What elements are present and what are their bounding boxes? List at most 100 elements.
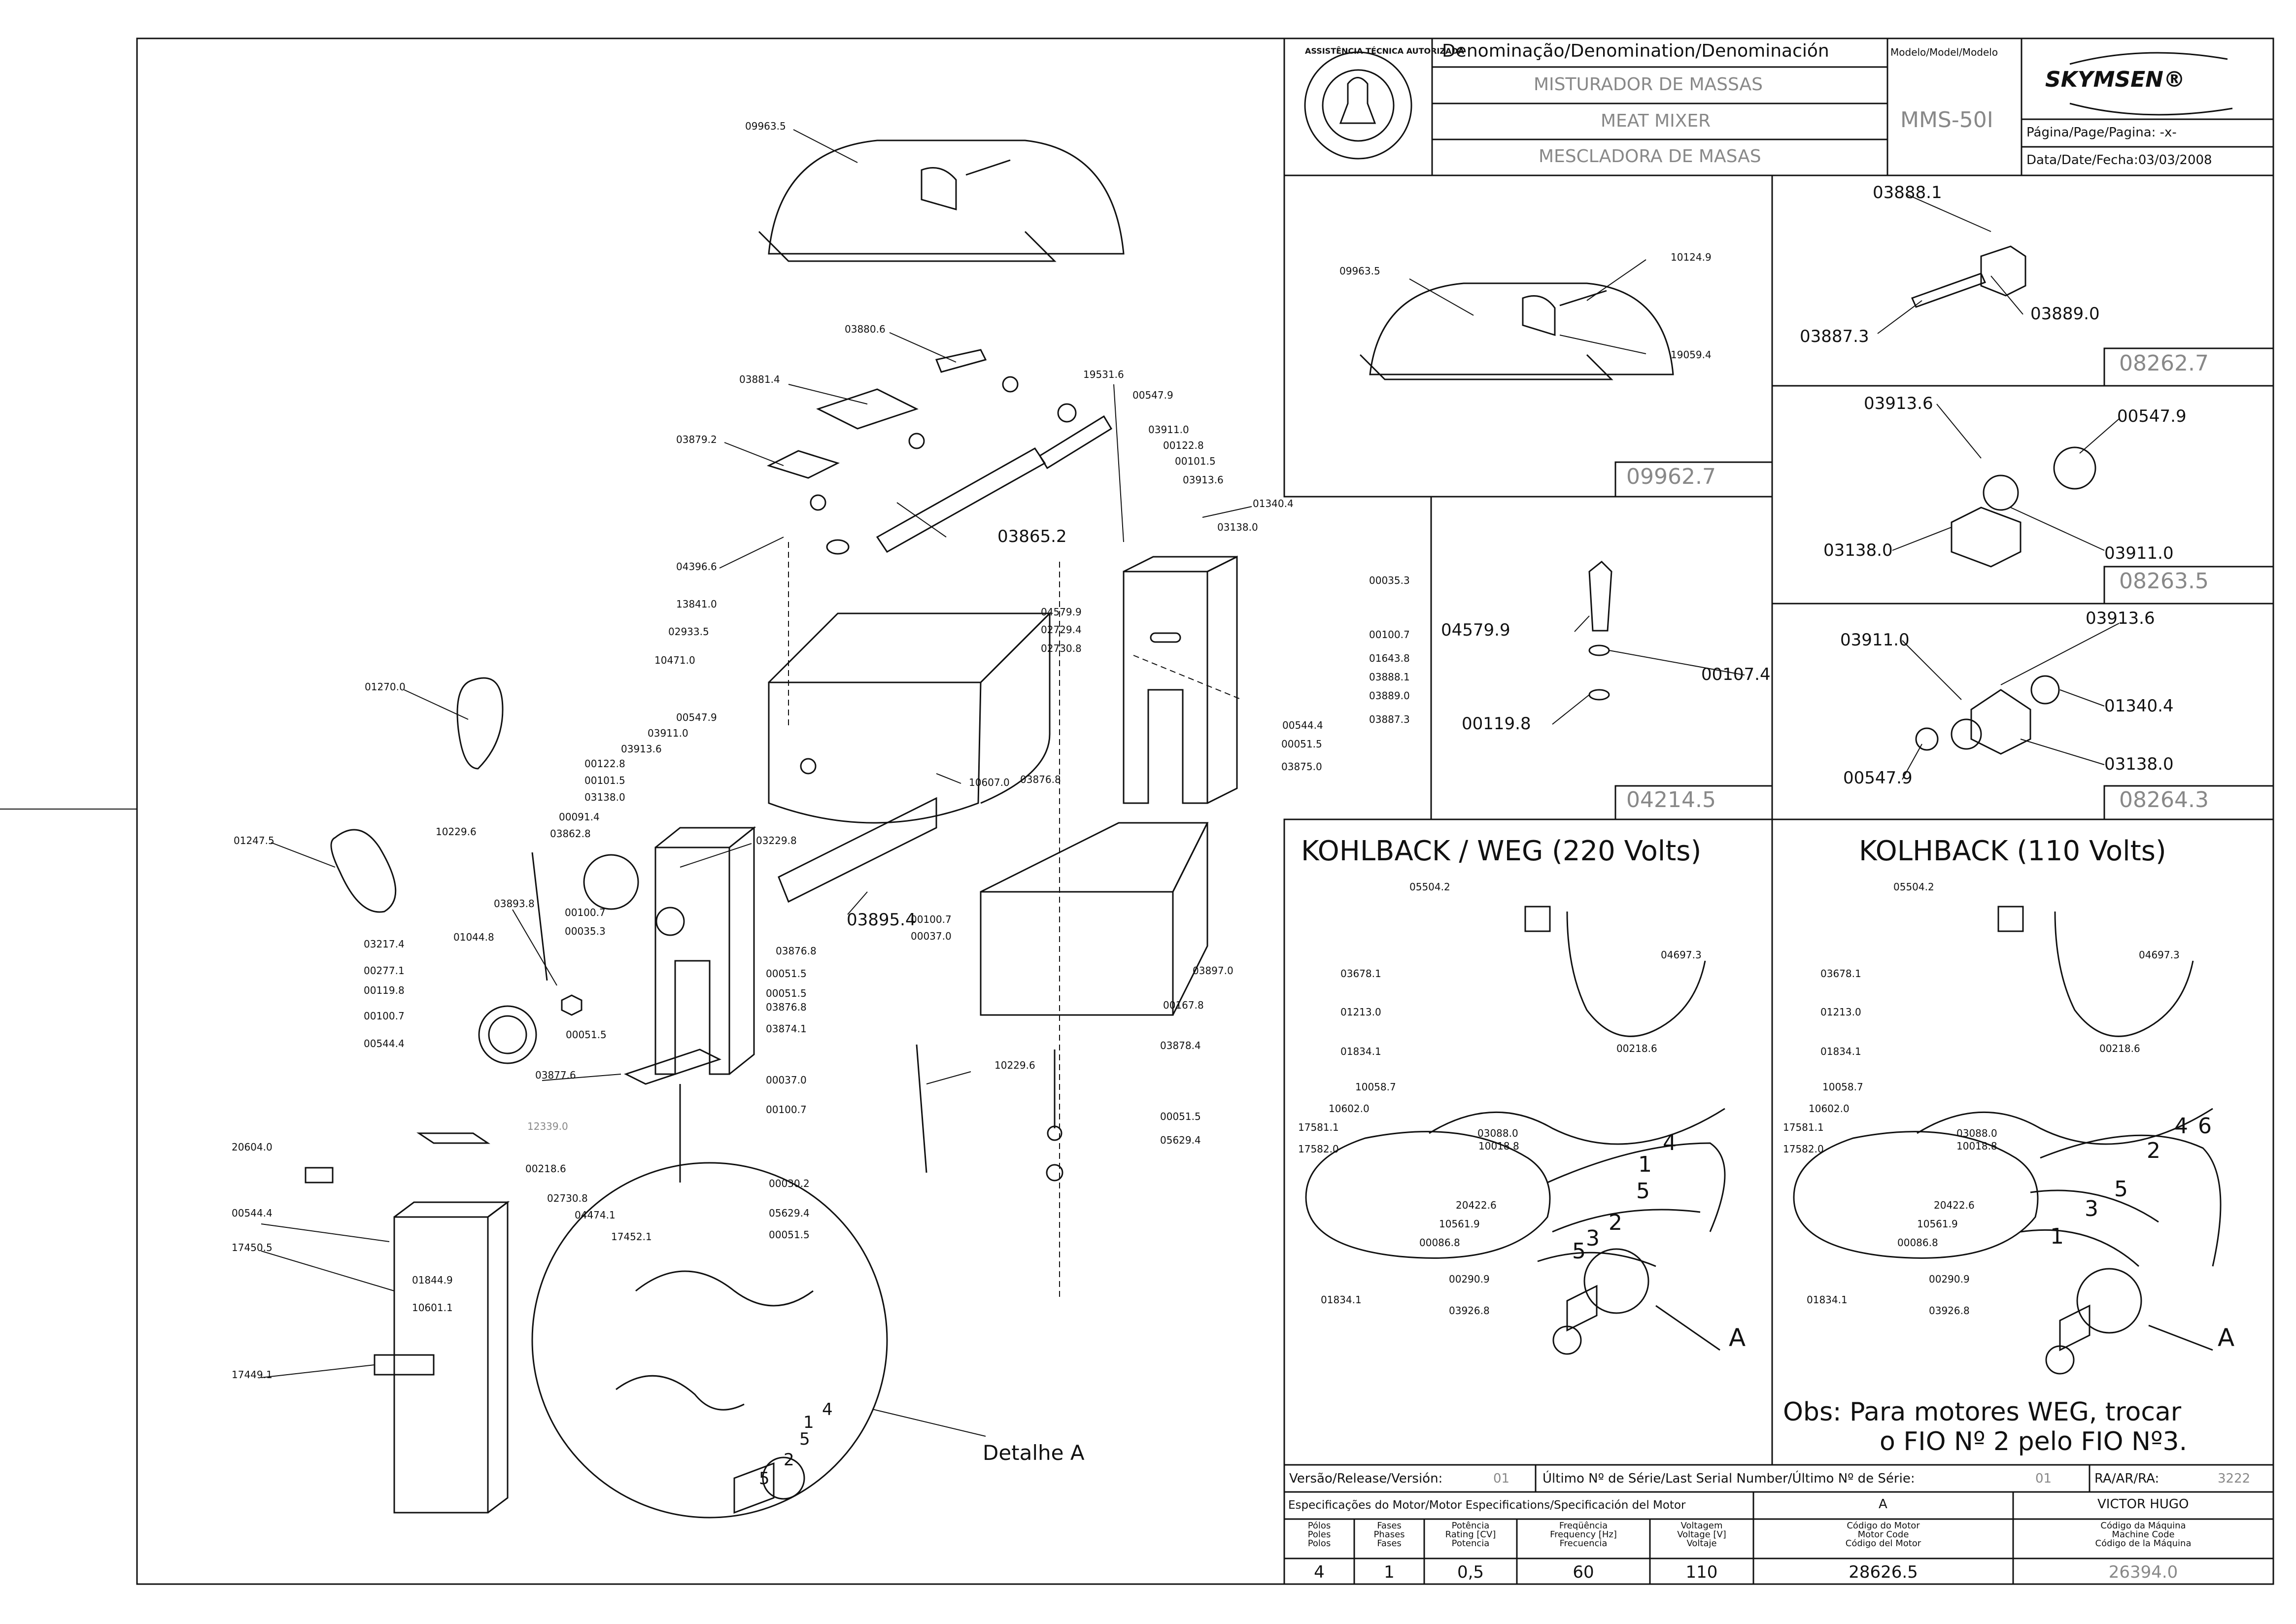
- part-callout: 03895.4: [847, 910, 916, 930]
- subassembly-code: 08264.3: [2119, 787, 2209, 812]
- subassembly-code: 09962.7: [1626, 464, 1716, 489]
- part-callout: 00547.9: [1132, 389, 1173, 401]
- spec-col-label: Fases Phases Fases: [1373, 1521, 1405, 1549]
- part-callout: 00051.5: [1281, 738, 1322, 750]
- part-callout: 00035.3: [565, 925, 606, 937]
- release-value: 01: [1493, 1471, 1510, 1486]
- denomination-header: Denominação/Denomination/Denominación: [1442, 41, 1829, 61]
- wire-ref: 03926.8: [1929, 1305, 1970, 1317]
- part-callout: 00544.4: [1282, 719, 1323, 731]
- part-callout: 01247.5: [234, 835, 274, 846]
- wire-number: 1: [1638, 1152, 1652, 1177]
- wiring-diagrams: [1305, 906, 2222, 1375]
- part-callout: 05629.4: [769, 1207, 810, 1219]
- revision-value: A: [1879, 1497, 1887, 1512]
- part-callout: 05629.4: [1160, 1134, 1201, 1146]
- wire-ref: 00290.9: [1449, 1273, 1490, 1285]
- part-callout: 03893.8: [494, 898, 535, 910]
- part-callout: 00100.7: [565, 907, 606, 918]
- spec-rating-value: 0,5: [1457, 1562, 1484, 1582]
- part-callout: 00051.5: [766, 987, 807, 999]
- part-callout: 00544.4: [364, 1038, 405, 1049]
- author-name: VICTOR HUGO: [2097, 1497, 2189, 1512]
- detail-wire-number: 4: [822, 1400, 833, 1420]
- wire-number: 2: [2147, 1138, 2160, 1163]
- subassembly-code: 04214.5: [1626, 787, 1716, 812]
- part-callout: 00101.5: [1175, 455, 1216, 467]
- note-line-2: o FIO Nº 2 pelo FIO Nº3.: [1880, 1427, 2188, 1456]
- part-callout: 03913.6: [621, 743, 662, 755]
- part-callout: 03911.0: [1148, 424, 1189, 436]
- part-callout: 03874.1: [766, 1023, 807, 1035]
- part-callout: 03875.0: [1281, 761, 1322, 773]
- part-ref: 04579.9: [1441, 620, 1510, 640]
- name-en: MEAT MIXER: [1601, 111, 1711, 131]
- main-exploded-view: [305, 139, 1242, 1519]
- wire-ref: 17581.1: [1783, 1121, 1824, 1133]
- wire-ref: 01834.1: [1820, 1046, 1861, 1057]
- part-ref: 00547.9: [2117, 406, 2187, 426]
- part-ref: 03138.0: [1823, 541, 1893, 560]
- wire-ref: 01834.1: [1340, 1046, 1381, 1057]
- leader-lines: [261, 129, 2120, 1437]
- part-callout: 03876.8: [776, 945, 817, 957]
- ra-label: RA/AR/RA:: [2094, 1471, 2159, 1486]
- part-callout: 00100.7: [1369, 629, 1410, 641]
- detail-wire-number: 5: [759, 1469, 770, 1489]
- part-callout: 00218.6: [525, 1163, 566, 1175]
- part-callout: 03876.8: [1020, 774, 1061, 785]
- part-callout: 00091.4: [559, 811, 600, 823]
- name-pt: MISTURADOR DE MASSAS: [1534, 74, 1763, 95]
- wire-ref: 20422.6: [1456, 1199, 1497, 1211]
- part-callout: 17450.5: [232, 1242, 273, 1253]
- motor-tag: A: [2218, 1323, 2235, 1352]
- part-callout: 02729.4: [1041, 624, 1082, 636]
- wire-number: 5: [1636, 1179, 1650, 1204]
- part-ref: 03887.3: [1800, 327, 1869, 346]
- spec-col-label: Código do Motor Motor Code Código del Mo…: [1845, 1521, 1921, 1549]
- part-callout: 00119.8: [364, 984, 405, 996]
- part-callout: 00030.2: [769, 1178, 810, 1189]
- part-callout: 03862.8: [550, 828, 591, 840]
- wire-number: 3: [1586, 1226, 1600, 1251]
- wire-ref: 01213.0: [1820, 1006, 1861, 1018]
- spec-frequency-value: 60: [1573, 1562, 1594, 1582]
- subassembly-drawings: [1359, 245, 2096, 755]
- wire-ref: 10561.9: [1917, 1218, 1958, 1230]
- spec-col-label: Voltagem Voltage [V] Voltaje: [1677, 1521, 1726, 1549]
- part-callout: 00051.5: [766, 968, 807, 980]
- wire-ref: 10058.7: [1822, 1081, 1863, 1093]
- spec-col-label: Pólos Poles Polos: [1307, 1521, 1331, 1549]
- part-callout: 03881.4: [739, 373, 780, 385]
- serial-label: Último Nº de Série/Last Serial Number/Úl…: [1542, 1471, 1915, 1486]
- part-callout: 00544.4: [232, 1207, 273, 1219]
- wire-ref: 00086.8: [1897, 1237, 1938, 1249]
- part-callout: 03897.0: [1193, 965, 1234, 977]
- part-callout: 03877.6: [535, 1069, 576, 1081]
- part-callout: 00051.5: [566, 1029, 607, 1041]
- part-callout: 03138.0: [584, 791, 625, 803]
- part-ref: 19059.4: [1671, 349, 1712, 361]
- outer-frame: [136, 37, 2274, 1585]
- spec-table-lines: [1283, 1464, 2274, 1585]
- part-callout: 12339.0: [527, 1120, 568, 1132]
- part-callout: 00277.1: [364, 965, 405, 977]
- seal-emblem: [1304, 51, 1412, 160]
- wire-ref: 00290.9: [1929, 1273, 1970, 1285]
- spec-col-label: Código da Máquina Machine Code Código de…: [2095, 1521, 2192, 1549]
- part-callout: 03879.2: [676, 434, 717, 445]
- ra-value: 3222: [2218, 1471, 2251, 1486]
- part-callout: 17449.1: [232, 1369, 273, 1381]
- spec-phases-value: 1: [1384, 1562, 1395, 1582]
- part-ref: 03911.0: [2104, 543, 2174, 563]
- part-callout: 03913.6: [1183, 474, 1224, 486]
- wire-ref: 10058.7: [1355, 1081, 1396, 1093]
- part-ref: 03913.6: [2086, 609, 2155, 628]
- wire-ref: 03678.1: [1340, 968, 1381, 980]
- part-callout: 04579.9: [1041, 606, 1082, 618]
- seal-text: ASSISTÊNCIA TÉCNICA AUTORIZADA: [1305, 46, 1465, 56]
- detail-a-label: Detalhe A: [983, 1441, 1085, 1465]
- motor-code-value: 28626.5: [1849, 1562, 1918, 1582]
- part-callout: 01270.0: [365, 681, 406, 693]
